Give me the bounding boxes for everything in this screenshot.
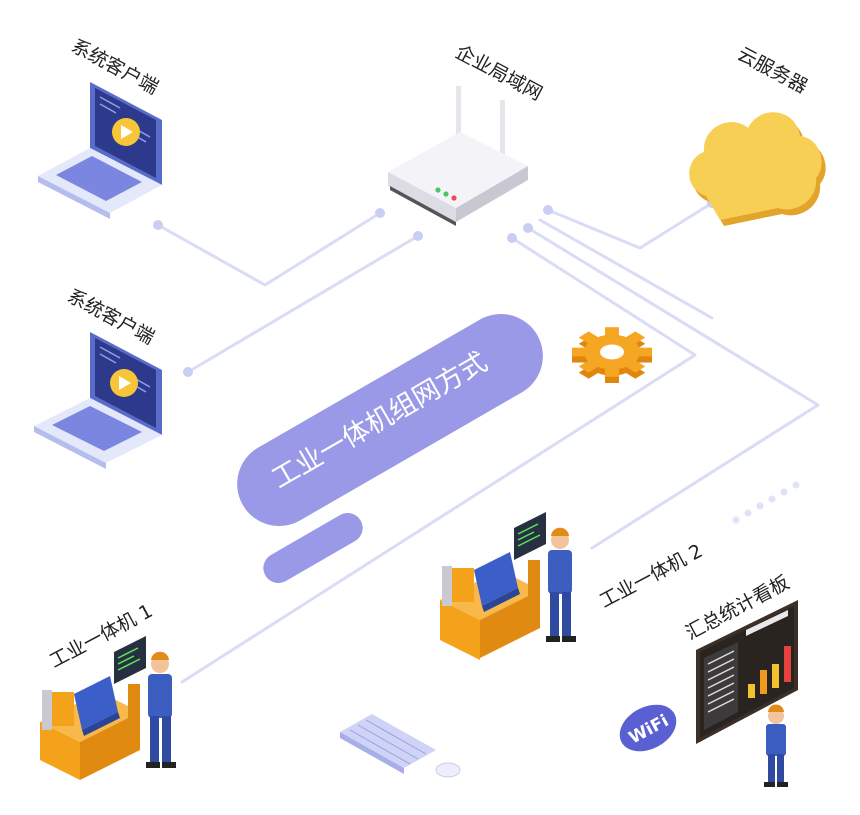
link-cloud-to-router [546, 201, 714, 250]
link-machine1-to-router [180, 236, 697, 684]
dashboard-board-icon [696, 600, 798, 787]
label-lan: 企业局域网 [452, 41, 546, 105]
keyboard-icon [340, 714, 461, 778]
laptop-icon-mid [34, 332, 162, 469]
wifi-icon: WiFi [619, 704, 677, 752]
machine-1-icon [40, 636, 176, 780]
laptop-icon-top [38, 82, 162, 219]
title-pill: BOYAIDE 工业一体机组网方式 [237, 306, 543, 526]
label-machine-2: 工业一体机 2 [596, 540, 706, 613]
gear-icon [572, 327, 652, 383]
dotted-trail [732, 481, 800, 524]
link-router-extra [538, 218, 714, 320]
link-client-top-to-router [156, 211, 382, 287]
connection-lines [156, 201, 820, 684]
cloud-icon [689, 112, 826, 226]
small-pill [263, 513, 363, 583]
label-client-top: 系统客户端 [68, 35, 162, 99]
label-client-mid: 系统客户端 [64, 285, 158, 349]
router-icon [388, 86, 528, 226]
link-machine2-to-router [526, 226, 820, 550]
machine-2-icon [440, 512, 576, 660]
label-cloud: 云服务器 [734, 43, 811, 98]
link-client-mid-to-router [186, 234, 420, 374]
